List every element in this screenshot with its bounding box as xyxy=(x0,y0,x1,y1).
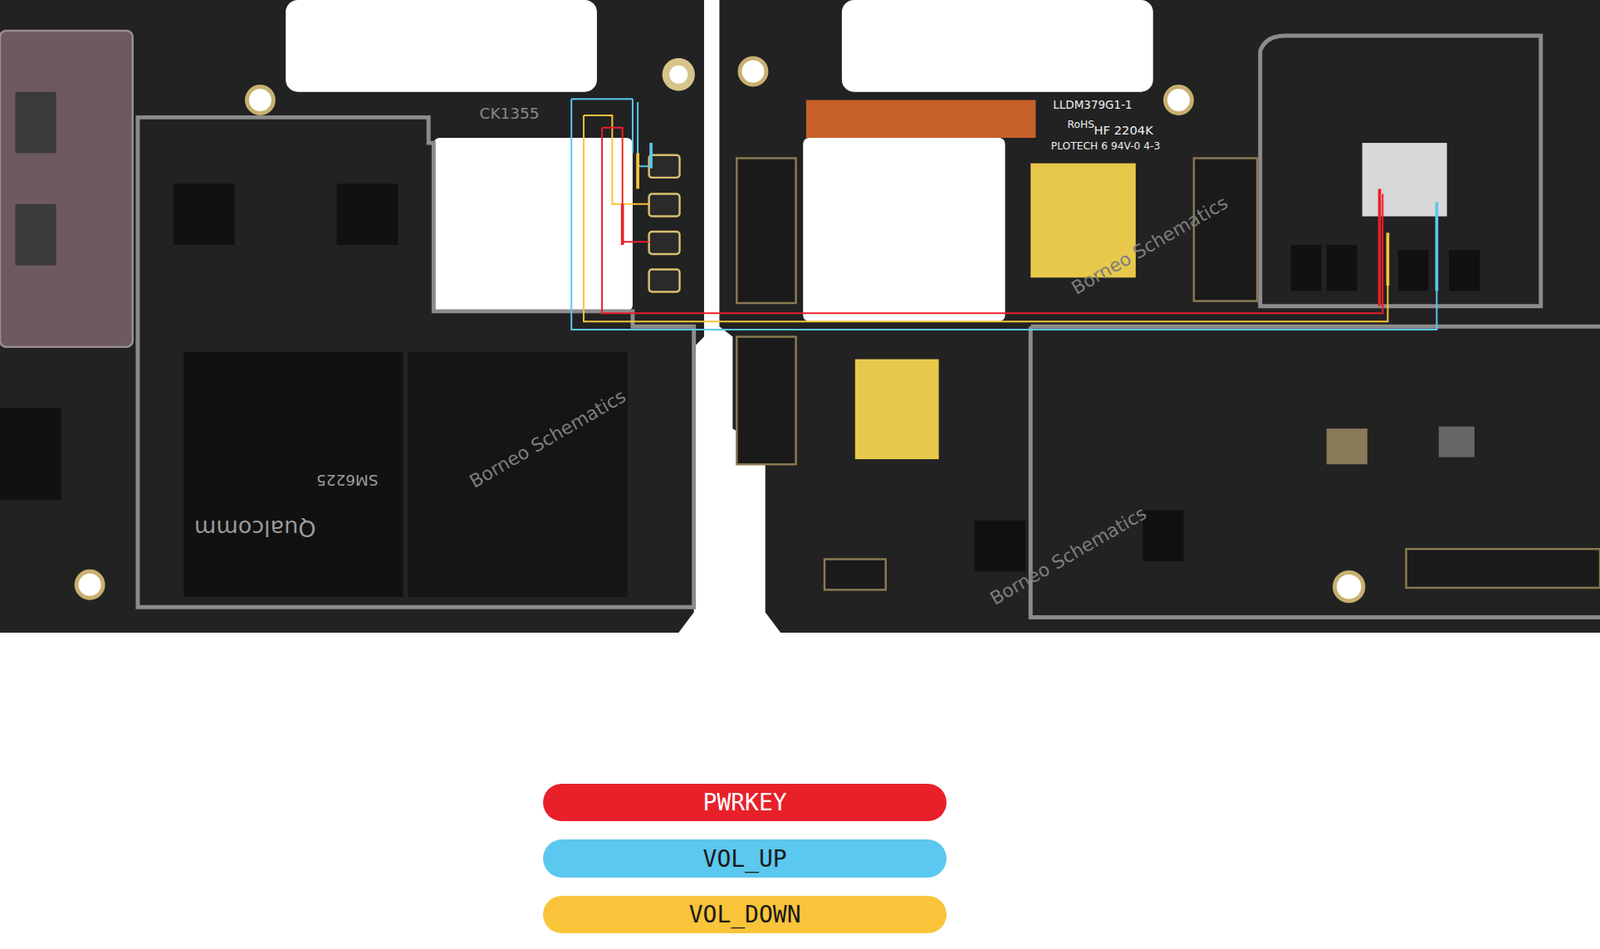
board-marking: PLOTECH 6 94V-0 4-3 xyxy=(1051,141,1161,153)
legend-swatch: VOL_UP xyxy=(543,839,948,877)
board-marking: CK1355 xyxy=(479,105,540,123)
board-marking: RoHS xyxy=(1066,119,1094,132)
board-marking: LLDM379G1-1 xyxy=(1052,98,1132,112)
board-marking: HF 2204K xyxy=(1093,123,1153,138)
legend-text: VOL_UP xyxy=(703,845,788,873)
legend-swatch: PWRKEY xyxy=(543,783,948,822)
legend-text: PWRKEY xyxy=(703,788,788,817)
chip-marking: Qualcomm xyxy=(194,515,316,541)
legend-swatch: VOL_DOWN xyxy=(543,895,948,934)
chip-marking: SM6225 xyxy=(316,471,378,489)
legend-text: VOL_DOWN xyxy=(689,900,802,929)
